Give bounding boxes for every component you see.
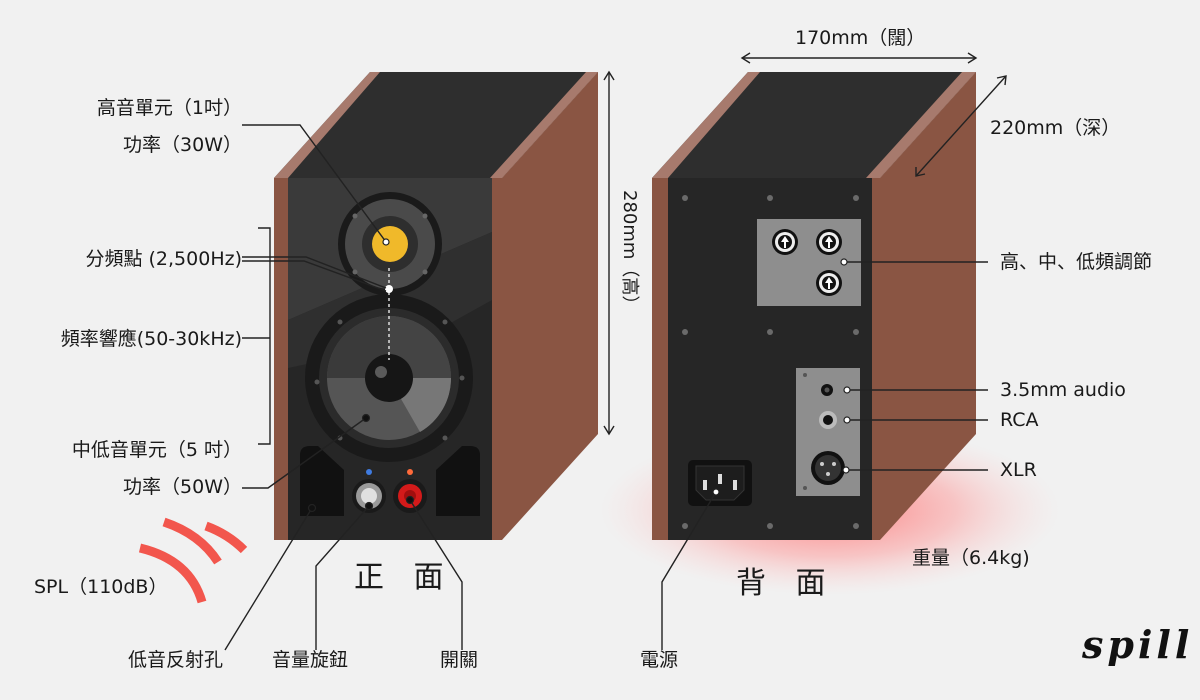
audio-35-label: 3.5mm audio [1000,379,1126,401]
depth-dimension-label: 220mm（深） [990,117,1121,139]
freq-response-label: 頻率響應(50-30kHz) [60,328,242,350]
rca-label: RCA [1000,409,1039,431]
power-switch-label: 開關 [440,649,479,671]
woofer [305,294,473,462]
weight-label: 重量（6.4kg) [912,547,1030,569]
back-leader-dots [712,258,851,496]
power-label: 電源 [640,649,679,671]
crossover-label: 分頻點 (2,500Hz) [85,248,242,270]
bass-port-right [436,446,480,516]
depth-dimension [915,75,1007,177]
width-dimension [740,52,978,64]
tweeter-label-line1: 高音單元（1吋） [96,97,242,119]
tweeter-label-line2: 功率（30W） [123,134,242,156]
woofer-label-line1: 中低音單元（5 吋） [71,439,242,461]
woofer-label-line2: 功率（50W） [123,476,242,498]
xlr-label: XLR [1000,459,1037,481]
front-leaders [224,124,463,651]
power-socket [688,460,752,506]
io-plate [796,368,860,496]
front-leader-dots [307,238,415,513]
spl-waves [138,517,248,604]
height-dimension [603,70,615,436]
volume-knob-shape [352,479,386,513]
volume-knob-label: 音量旋鈕 [272,649,349,671]
bass-port-left [300,446,344,516]
back-speaker [652,72,976,540]
front-title: 正 面 [354,560,454,595]
spill-logo: spill [1082,622,1194,667]
back-title: 背 面 [736,566,836,601]
tweeter [338,192,442,296]
bass-port-label: 低音反射孔 [128,649,224,671]
spl-label: SPL（110dB） [34,576,168,598]
height-dimension-label: 280mm（高） [619,190,640,314]
width-dimension-label: 170mm（闊） [795,27,926,49]
front-speaker [274,72,598,540]
eq-adjust-label: 高、中、低頻調節 [1000,251,1153,273]
back-leaders [661,261,988,650]
eq-plate [757,219,861,306]
